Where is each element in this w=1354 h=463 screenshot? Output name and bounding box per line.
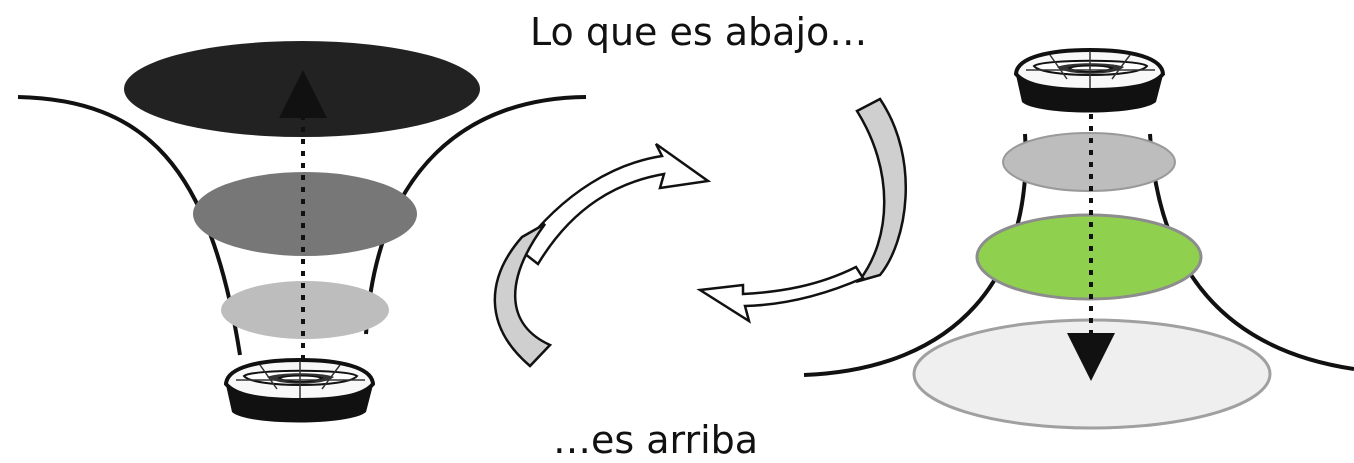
caption-bottom: …es arriba bbox=[553, 418, 759, 462]
left-funnel-left-curve bbox=[17, 95, 242, 356]
right-funnel-right-curve bbox=[1148, 133, 1354, 371]
curved-arrow-icon bbox=[696, 265, 865, 324]
left-level-dark bbox=[124, 41, 480, 137]
left-funnel-right-curve bbox=[364, 95, 587, 335]
curved-arrow-icon bbox=[855, 97, 907, 284]
right-level-pale bbox=[912, 318, 1272, 430]
left-funnel bbox=[17, 41, 587, 423]
curved-arrow-icon bbox=[518, 142, 712, 266]
caption-top: Lo que es abajo… bbox=[530, 10, 868, 54]
stadium-icon bbox=[1013, 47, 1166, 113]
curved-arrow-icon bbox=[493, 222, 553, 368]
cycle-arrows bbox=[493, 97, 907, 368]
right-funnel bbox=[803, 47, 1354, 430]
stadium-icon bbox=[223, 357, 376, 423]
right-funnel-left-curve bbox=[803, 133, 1028, 377]
